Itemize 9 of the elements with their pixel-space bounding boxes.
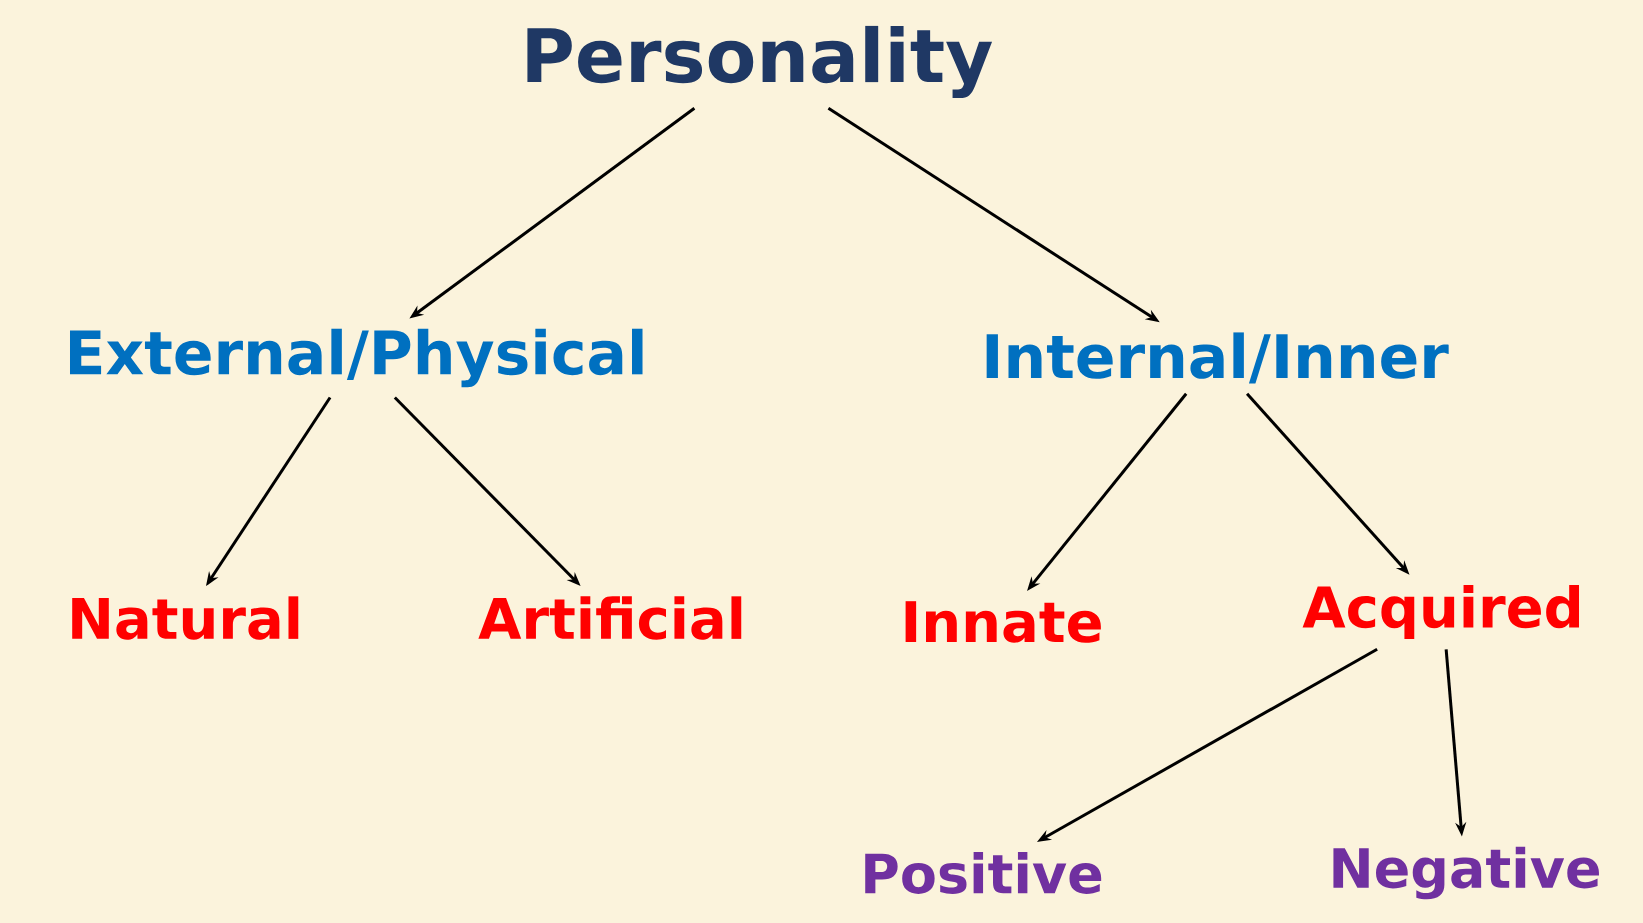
word-label: Natural: [72, 596, 299, 640]
word-label: Negative: [1333, 846, 1599, 900]
word-label: Acquired: [1302, 584, 1579, 640]
word-label: Positive: [865, 852, 1102, 894]
word-label: Artificial: [478, 596, 742, 640]
word-label: External/Physical: [70, 328, 643, 388]
word-label: Personality: [527, 25, 993, 99]
word-label: Internal/Inner: [986, 332, 1449, 384]
word-label: Innate: [905, 601, 1101, 643]
